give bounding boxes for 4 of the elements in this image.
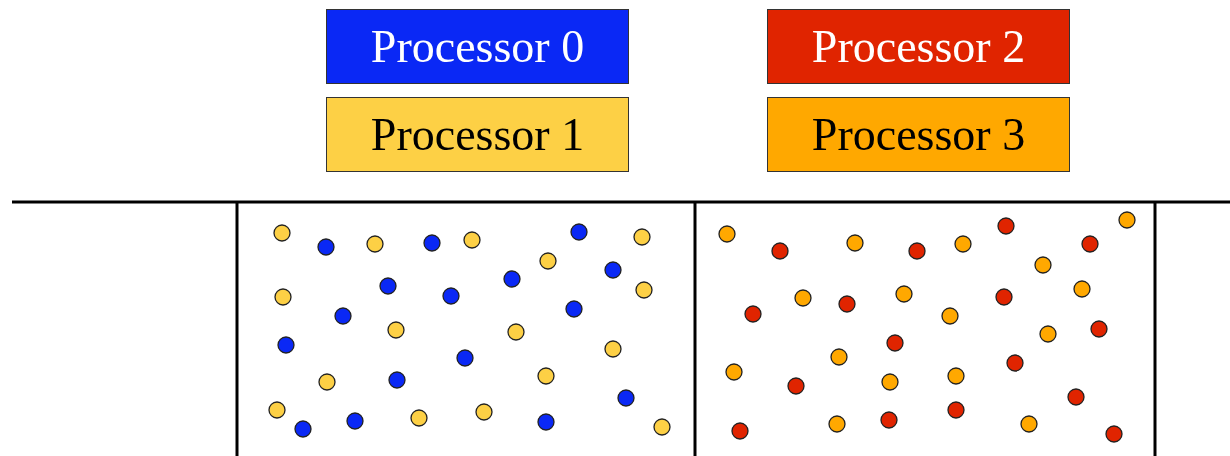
legend-swatch: Processor 2 [767,9,1070,84]
legend-swatch: Processor 0 [326,9,629,84]
legend-swatch: Processor 1 [326,97,629,172]
legend-swatch: Processor 3 [767,97,1070,172]
